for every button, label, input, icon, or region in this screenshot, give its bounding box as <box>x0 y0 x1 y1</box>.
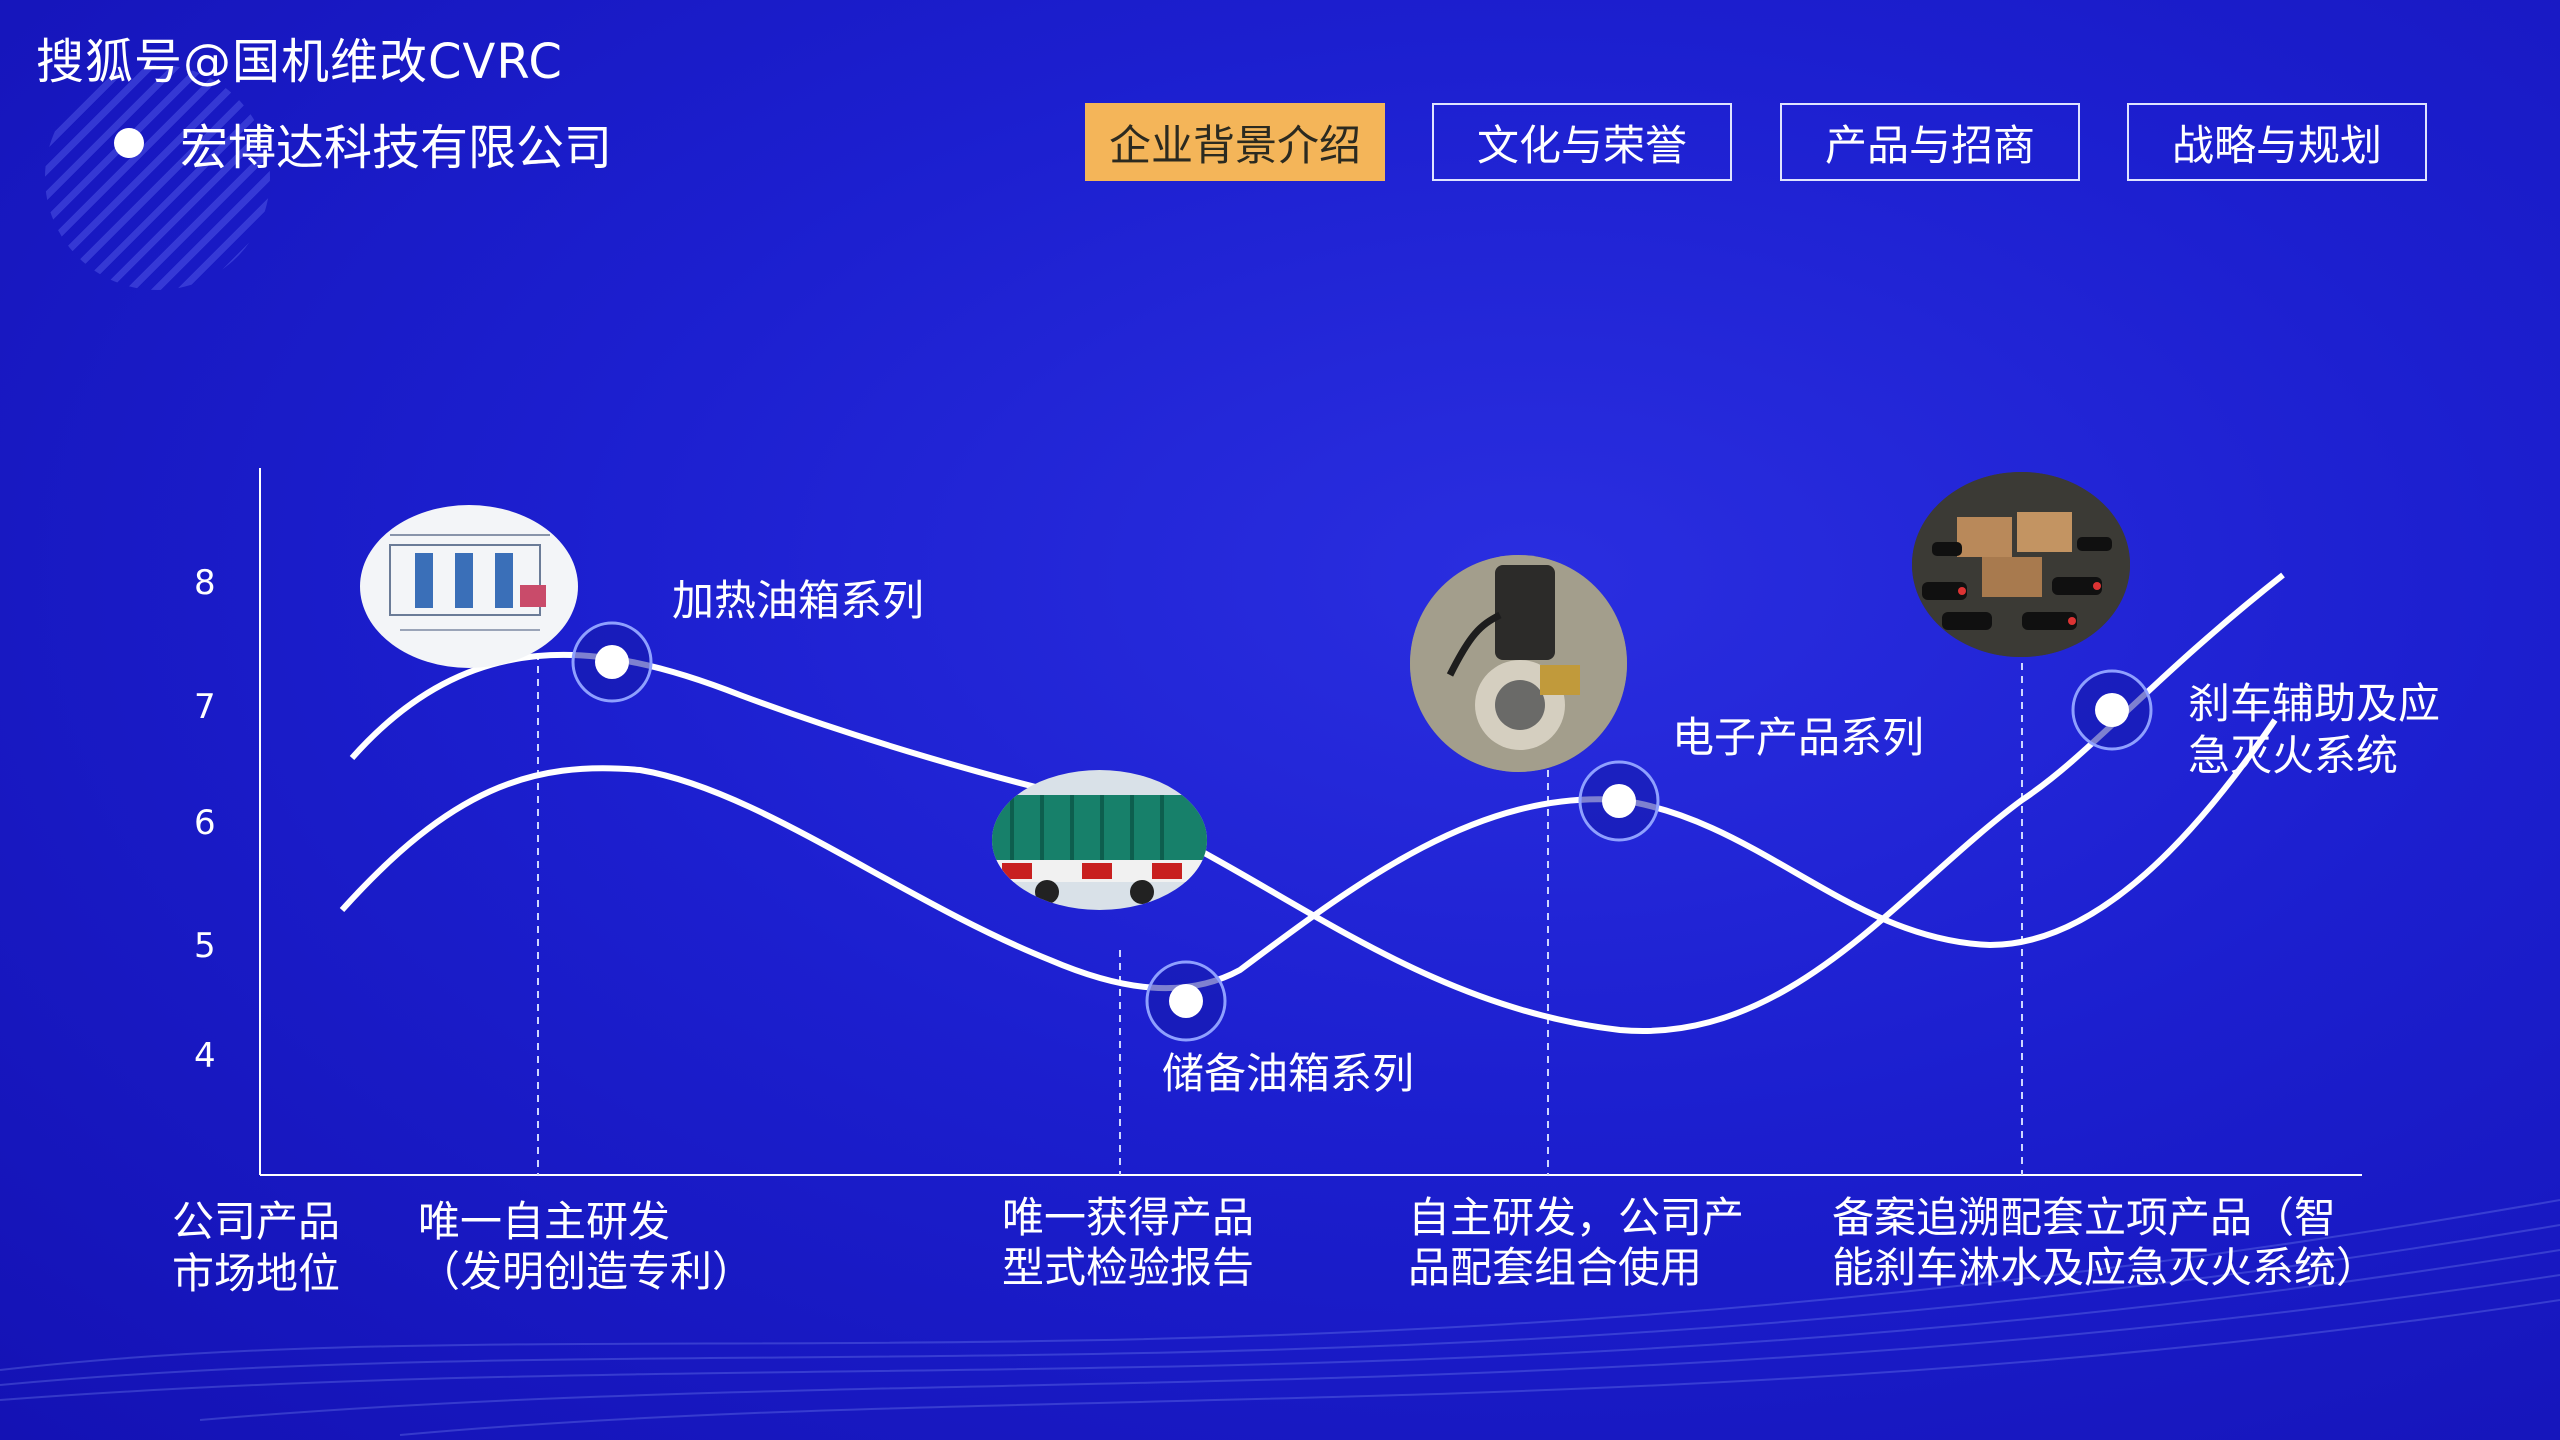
x-label-inspection-line2: 型式检验报告 <box>1002 1243 1255 1292</box>
marker-brake-fire-system[interactable] <box>2071 669 2153 751</box>
y-tick-4: 4 <box>194 1036 216 1076</box>
x-label-market-position-line2: 市场地位 <box>172 1249 341 1298</box>
decorative-stripe-circle <box>45 65 270 290</box>
y-tick-6: 6 <box>194 803 216 843</box>
heating-tank-diagram-image <box>360 505 578 668</box>
tab-company-background[interactable]: 企业背景介绍 <box>1085 103 1385 181</box>
bullet-dot <box>114 128 144 158</box>
x-label-filing-line1: 备案追溯配套立项产品（智 <box>1832 1193 2337 1242</box>
product-label-heating-tank: 加热油箱系列 <box>672 576 925 625</box>
x-label-inspection-line1: 唯一获得产品 <box>1002 1193 1255 1242</box>
boxes-photo-image <box>1912 472 2130 657</box>
marker-heating-tank[interactable] <box>571 621 653 703</box>
upper-trend-curve <box>349 572 2285 1035</box>
tab-culture-honors[interactable]: 文化与荣誉 <box>1432 103 1732 181</box>
green-truck-photo-image <box>992 770 1207 910</box>
lower-trend-curve <box>339 718 2278 992</box>
tab-products-investment[interactable]: 产品与招商 <box>1780 103 2080 181</box>
electronic-part-photo-image <box>1410 555 1627 772</box>
x-label-self-developed-line2: 品配套组合使用 <box>1408 1243 1703 1292</box>
y-tick-7: 7 <box>194 687 216 727</box>
product-label-electronic: 电子产品系列 <box>1672 713 1925 762</box>
product-label-brake-fire-line2: 急灭火系统 <box>2188 731 2399 780</box>
x-label-market-position-line1: 公司产品 <box>172 1197 341 1246</box>
product-label-reserve-tank: 储备油箱系列 <box>1162 1049 1415 1098</box>
company-name: 宏博达科技有限公司 <box>180 120 613 176</box>
marker-reserve-tank[interactable] <box>1145 960 1227 1042</box>
x-label-patent-line2: （发明创造专利） <box>418 1247 755 1296</box>
x-label-patent-line1: 唯一自主研发 <box>418 1197 671 1246</box>
x-label-self-developed-line1: 自主研发，公司产 <box>1408 1193 1745 1242</box>
watermark-text: 搜狐号@国机维改CVRC <box>36 34 563 90</box>
x-label-filing-line2: 能刹车淋水及应急灭火系统） <box>1832 1243 2379 1292</box>
marker-electronic-products[interactable] <box>1578 760 1660 842</box>
y-tick-5: 5 <box>194 926 216 966</box>
y-tick-8: 8 <box>194 563 216 603</box>
tab-strategy-planning[interactable]: 战略与规划 <box>2127 103 2427 181</box>
product-label-brake-fire-line1: 刹车辅助及应 <box>2188 679 2441 728</box>
